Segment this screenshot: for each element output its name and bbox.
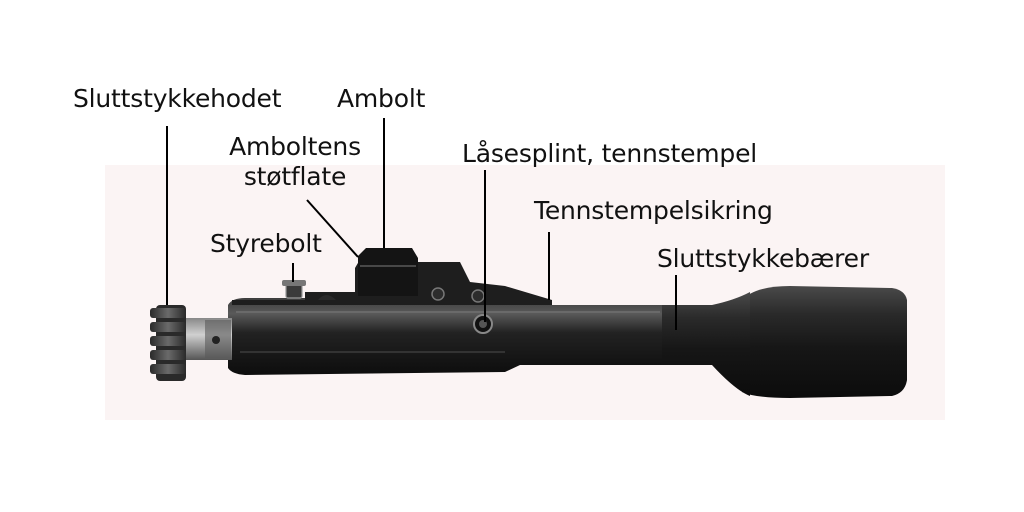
label-guide-bolt: Styrebolt xyxy=(210,229,322,258)
cam-pin-top xyxy=(282,280,306,286)
screw-head-2 xyxy=(471,289,485,303)
label-locking-pin: Låsesplint, tennstempel xyxy=(462,139,758,168)
anvil-block xyxy=(358,248,418,296)
leader-lines xyxy=(166,118,677,330)
carrier-body xyxy=(228,298,662,375)
rail-bump xyxy=(318,295,336,300)
carrier-rear-tube xyxy=(742,286,907,398)
screw-head-1 xyxy=(431,287,445,301)
bolt-lugs xyxy=(150,305,186,381)
label-bolt-carrier: Sluttstykkebærer xyxy=(657,244,869,273)
label-anvil: Ambolt xyxy=(337,84,426,113)
cam-pin xyxy=(285,283,303,299)
label-anvil-support: Amboltens støtflate xyxy=(229,132,361,191)
leader-anvil-support xyxy=(306,199,359,258)
carrier-taper xyxy=(640,292,750,396)
label-firing-pin-retainer: Tennstempelsikring xyxy=(534,196,773,225)
label-bolt-head: Sluttstykkehodet xyxy=(73,84,282,113)
bolt-neck-dot xyxy=(212,336,220,344)
